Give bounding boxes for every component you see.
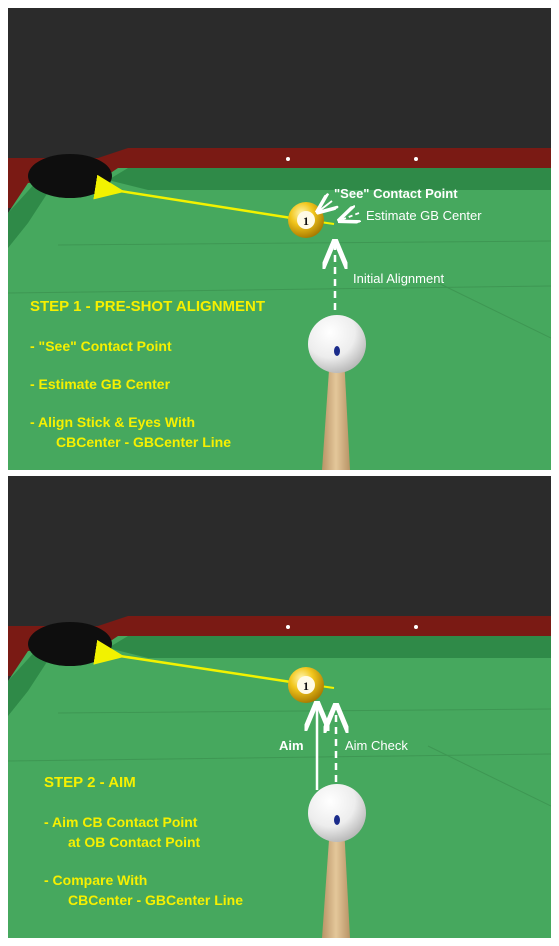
- side-cushion: [8, 180, 56, 248]
- corner-pocket: [28, 622, 112, 666]
- step1-table-scene: 1: [8, 8, 551, 470]
- felt-line: [57, 240, 551, 246]
- initial-alignment-label: Initial Alignment: [353, 271, 445, 286]
- aim-line-to-pocket: [93, 174, 305, 222]
- step2-line-ob: at OB Contact Point: [68, 834, 201, 850]
- step2-panel: 1 Aim Aim Check STEP 2 - AIM - Aim CB Co…: [8, 476, 551, 938]
- rail-diamond: [414, 157, 418, 161]
- step2-title: STEP 2 - AIM: [44, 774, 136, 791]
- step1-line-centers: CBCenter - GBCenter Line: [56, 434, 232, 450]
- object-ball-number: 1: [303, 214, 309, 228]
- table-felt: [8, 168, 551, 470]
- step2-line-compare: - Compare With: [44, 872, 148, 888]
- see-contact-arrow: [319, 201, 332, 211]
- step2-line-centers: CBCenter - GBCenter Line: [68, 892, 244, 908]
- table-cushion: [108, 168, 551, 190]
- object-ball-number: 1: [303, 679, 309, 693]
- rail-diamond: [286, 157, 290, 161]
- side-cushion: [8, 648, 56, 716]
- step1-title: STEP 1 - PRE-SHOT ALIGNMENT: [30, 298, 266, 315]
- rail-diamond: [286, 625, 290, 629]
- aim-label: Aim: [279, 738, 304, 753]
- estimate-center-arrow: [341, 213, 359, 220]
- table-felt: [8, 636, 551, 938]
- felt-line: [427, 277, 551, 339]
- estimate-center-label: Estimate GB Center: [366, 208, 482, 223]
- object-ball-number-disc: [297, 211, 315, 229]
- aim-line-to-pocket: [93, 639, 305, 686]
- object-ball-number-disc: [297, 676, 315, 694]
- aim-check-label: Aim Check: [345, 738, 408, 753]
- step1-line-see: - "See" Contact Point: [30, 338, 172, 354]
- cue-ball: [308, 784, 366, 842]
- felt-line: [8, 285, 551, 294]
- step1-panel: 1 "See" Contact Point Estimate GB Center…: [8, 8, 551, 470]
- see-contact-label: "See" Contact Point: [334, 186, 458, 201]
- step1-line-align: - Align Stick & Eyes With: [30, 414, 196, 430]
- cue-tip: [334, 815, 340, 825]
- rail-diamond: [414, 625, 418, 629]
- cue-ball: [308, 315, 366, 373]
- step1-line-estimate: - Estimate GB Center: [30, 376, 171, 392]
- step2-table-scene: 1: [8, 476, 551, 938]
- cue-stick: [322, 826, 350, 938]
- step2-line-aim: - Aim CB Contact Point: [44, 814, 198, 830]
- corner-pocket: [28, 154, 112, 198]
- felt-line: [427, 745, 551, 807]
- cue-tip: [334, 346, 340, 356]
- felt-line: [8, 753, 551, 762]
- table-cushion: [108, 636, 551, 658]
- cue-stick: [322, 356, 350, 470]
